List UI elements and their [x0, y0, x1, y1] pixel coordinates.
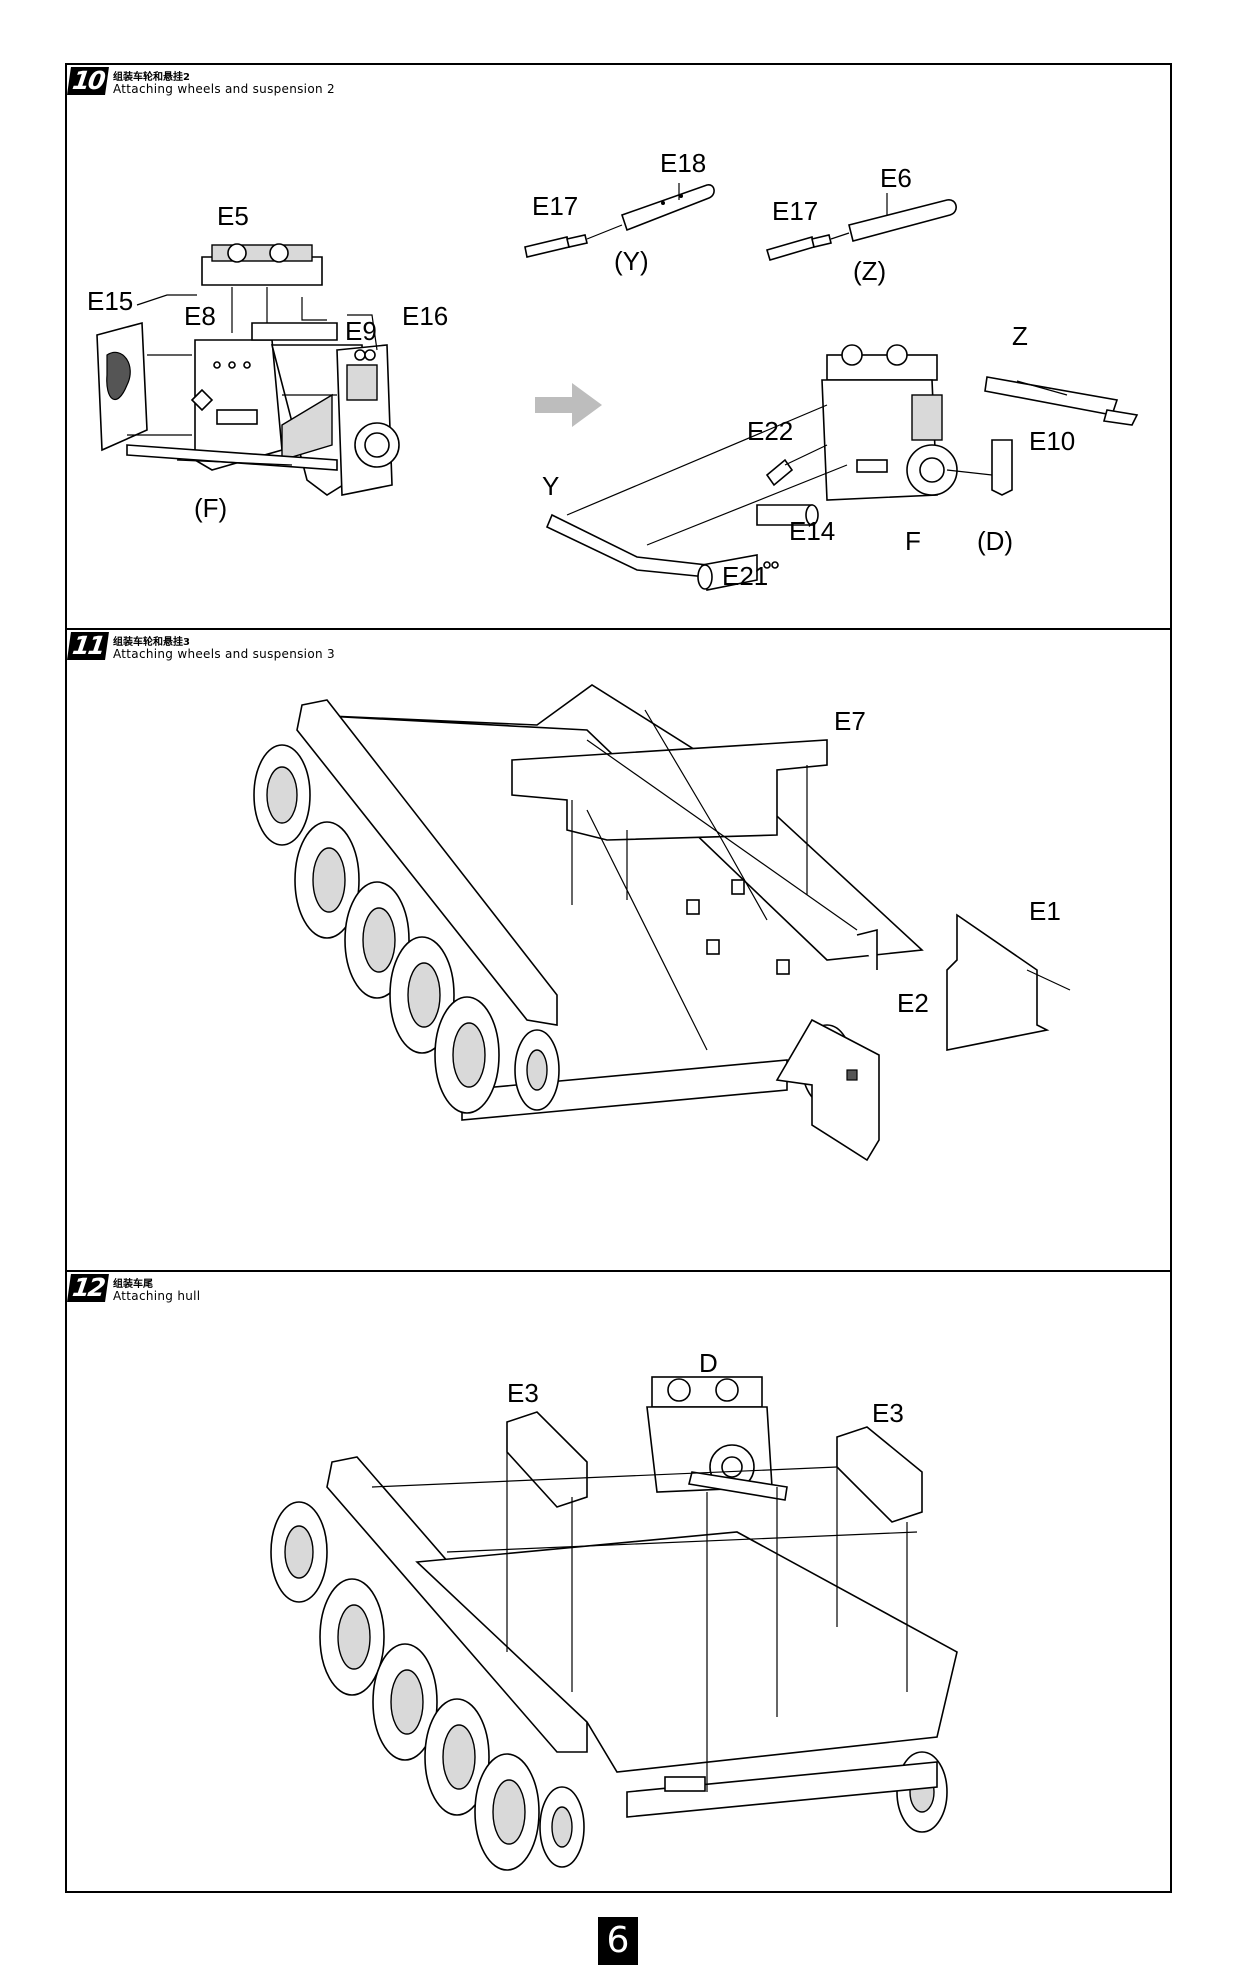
label-e22: E22 — [747, 416, 793, 446]
label-z: Z — [1012, 321, 1028, 351]
label-e3-right: E3 — [872, 1398, 904, 1428]
label-y-tag: (Y) — [614, 246, 649, 276]
label-e15: E15 — [87, 286, 133, 316]
step-10-drawing: E5 E15 E8 E9 E16 (F) E17 E18 (Y) — [87, 148, 1139, 591]
sub-assembly-z — [766, 193, 957, 261]
label-e18: E18 — [660, 148, 706, 178]
direction-arrow-icon — [535, 383, 602, 427]
label-e6: E6 — [880, 163, 912, 193]
label-e3-left: E3 — [507, 1378, 539, 1408]
road-wheels — [253, 744, 853, 1114]
hull-chassis — [253, 684, 1071, 1162]
label-e17-z: E17 — [772, 196, 818, 226]
step-12-drawing: D E3 E3 — [270, 1348, 958, 1871]
step-title-en: Attaching wheels and suspension 3 — [113, 647, 335, 661]
page-number: 6 — [598, 1917, 638, 1965]
label-e2: E2 — [897, 988, 929, 1018]
label-d-parenthesized: (D) — [977, 526, 1013, 556]
label-y: Y — [542, 471, 559, 501]
label-e5: E5 — [217, 201, 249, 231]
assembly-d — [545, 344, 1139, 591]
step-title-cn: 组装车尾 — [113, 1279, 153, 1290]
step-11-drawing: E7 E1 E2 — [253, 684, 1071, 1162]
label-z-tag: (Z) — [853, 256, 886, 286]
label-e7: E7 — [834, 706, 866, 736]
instruction-sheet: 10 组装车轮和悬挂2 Attaching wheels and suspens… — [65, 63, 1172, 1893]
step-11-panel: 11 组装车轮和悬挂3 Attaching wheels and suspens… — [67, 630, 1170, 1272]
label-f-parenthesized: (F) — [194, 493, 227, 523]
label-e16: E16 — [402, 301, 448, 331]
label-e17-y: E17 — [532, 191, 578, 221]
step-title-en: Attaching hull — [113, 1289, 201, 1303]
hull-rear — [270, 1376, 958, 1871]
step-12-panel: 12 组装车尾 Attaching hull — [67, 1272, 1170, 1891]
step-10-panel: 10 组装车轮和悬挂2 Attaching wheels and suspens… — [67, 65, 1170, 630]
label-e14: E14 — [789, 516, 835, 546]
label-d: D — [699, 1348, 718, 1378]
label-e21: E21 — [722, 561, 768, 591]
label-e8: E8 — [184, 301, 216, 331]
sub-assembly-y — [524, 183, 715, 258]
label-e1: E1 — [1029, 896, 1061, 926]
step-title-cn: 组装车轮和悬挂3 — [113, 637, 190, 648]
step-title-cn: 组装车轮和悬挂2 — [113, 72, 190, 83]
label-e9: E9 — [345, 316, 377, 346]
step-title-en: Attaching wheels and suspension 2 — [113, 82, 335, 96]
label-f: F — [905, 526, 921, 556]
label-e10: E10 — [1029, 426, 1075, 456]
frame-f-assembly — [96, 243, 400, 496]
